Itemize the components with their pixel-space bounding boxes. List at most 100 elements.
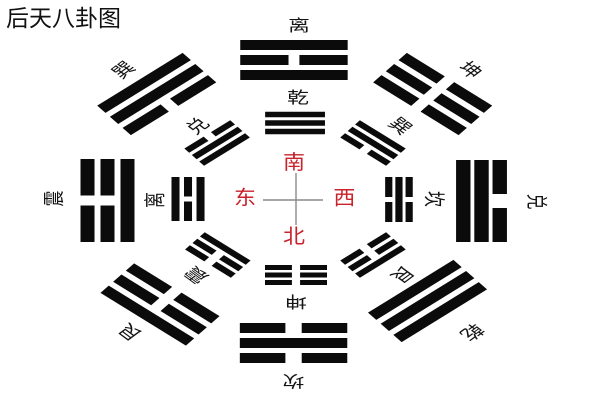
yang-line (240, 40, 348, 50)
yin-line-segment (347, 255, 372, 272)
label-inner-bottom: 坤 (285, 292, 307, 311)
yin-line-segment (366, 149, 391, 166)
yang-line (395, 177, 403, 222)
yin-line-segment (80, 159, 95, 196)
yin-line-segment (113, 274, 160, 306)
yin-line-segment (373, 75, 420, 106)
yin-line-segment (125, 263, 173, 295)
trigram-inner-bottom (264, 265, 328, 285)
yang-line (239, 338, 348, 348)
yin-line-segment (492, 160, 507, 194)
yin-line-segment (300, 272, 328, 278)
yang-line (120, 159, 135, 242)
label-inner-left: 离 (142, 192, 168, 208)
trigram-outer-bottom (239, 323, 348, 363)
yin-line-segment (239, 323, 286, 333)
yang-line (199, 133, 250, 166)
yin-line-segment (210, 120, 236, 137)
compass-cross (263, 173, 323, 225)
trigram-outer-top (240, 40, 348, 80)
label-outer-bottom-right: 乾 (455, 320, 489, 345)
trigram-inner-top (265, 111, 325, 135)
yin-line-segment (445, 82, 493, 113)
yin-line-segment (100, 205, 115, 242)
yin-line-segment (385, 177, 393, 197)
trigram-outer-top-left (97, 52, 217, 136)
trigram-outer-bottom-right (367, 259, 488, 343)
yang-line (100, 285, 195, 346)
yin-line-segment (299, 55, 348, 65)
yang-line (97, 52, 191, 113)
yin-line-segment (398, 52, 445, 84)
yang-line (380, 271, 475, 331)
yin-line-segment (340, 248, 365, 265)
compass-south: 南 (283, 150, 305, 174)
yin-line-segment (184, 136, 209, 153)
yin-line-segment (219, 255, 244, 272)
label-inner-top-right: 巽 (383, 114, 417, 139)
yang-line (355, 120, 406, 153)
yin-line-segment (374, 238, 399, 255)
yin-line-segment (366, 232, 391, 249)
trigram-inner-top-right (340, 120, 406, 166)
compass-east: 东 (234, 186, 256, 210)
yin-line-segment (340, 133, 365, 150)
yang-line (265, 111, 325, 118)
yin-line-segment (405, 177, 413, 197)
label-inner-bottom-left: 震 (179, 263, 213, 288)
yin-line-segment (301, 353, 348, 363)
yang-line (265, 120, 325, 126)
yin-line-segment (300, 280, 328, 285)
yang-line (265, 128, 325, 135)
label-outer-bottom: 坎 (283, 371, 305, 390)
compass-north: 北 (283, 224, 305, 248)
yin-line-segment (301, 323, 348, 333)
trigram-outer-right (456, 160, 507, 242)
label-outer-bottom-left: 艮 (113, 320, 147, 345)
yin-line-segment (100, 159, 115, 196)
label-inner-top: 乾 (287, 88, 309, 107)
yin-line-segment (264, 272, 292, 278)
yang-line (347, 126, 399, 160)
yin-line-segment (264, 280, 292, 285)
yin-line-segment (192, 238, 217, 255)
trigram-outer-top-right (373, 52, 493, 136)
trigram-outer-left (80, 159, 135, 242)
yang-line (171, 177, 180, 221)
label-outer-top-right: 坤 (453, 58, 487, 83)
yin-line-segment (433, 93, 480, 124)
trigram-outer-bottom-left (100, 263, 220, 346)
yin-line-segment (385, 202, 393, 222)
yin-line-segment (185, 245, 210, 262)
label-outer-top: 离 (288, 16, 310, 35)
yang-line (191, 126, 243, 160)
compass-labels: 南 北 东 西 (234, 150, 355, 248)
yin-line-segment (184, 201, 193, 221)
yin-line-segment (264, 265, 292, 270)
yang-line (393, 282, 488, 343)
yang-line (199, 232, 251, 265)
yin-line-segment (492, 208, 507, 242)
yin-line-segment (80, 205, 95, 242)
yang-line (196, 177, 205, 221)
yang-line (355, 245, 406, 278)
yin-line-segment (211, 261, 236, 278)
yang-line (240, 70, 348, 80)
trigram-inner-bottom-right (340, 232, 406, 278)
trigram-inner-bottom-left (185, 232, 251, 278)
bagua-rings: 离 坤 兑 乾 坎 艮 震 巽 乾 巽 坎 艮 坤 震 离 兑 (41, 16, 550, 391)
yang-line (456, 160, 471, 242)
yin-line-segment (300, 265, 328, 270)
yin-line-segment (385, 64, 433, 95)
compass-west: 西 (333, 186, 355, 210)
label-inner-bottom-right: 艮 (386, 262, 420, 287)
yin-line-segment (240, 55, 289, 65)
yin-line-segment (239, 353, 286, 363)
yin-line-segment (405, 202, 413, 222)
trigram-inner-left (171, 177, 205, 221)
page-title: 后天八卦图 (6, 6, 121, 32)
yang-line (367, 259, 462, 320)
label-outer-top-left: 巽 (107, 58, 141, 83)
yin-line-segment (169, 75, 217, 106)
yin-line-segment (122, 104, 169, 136)
